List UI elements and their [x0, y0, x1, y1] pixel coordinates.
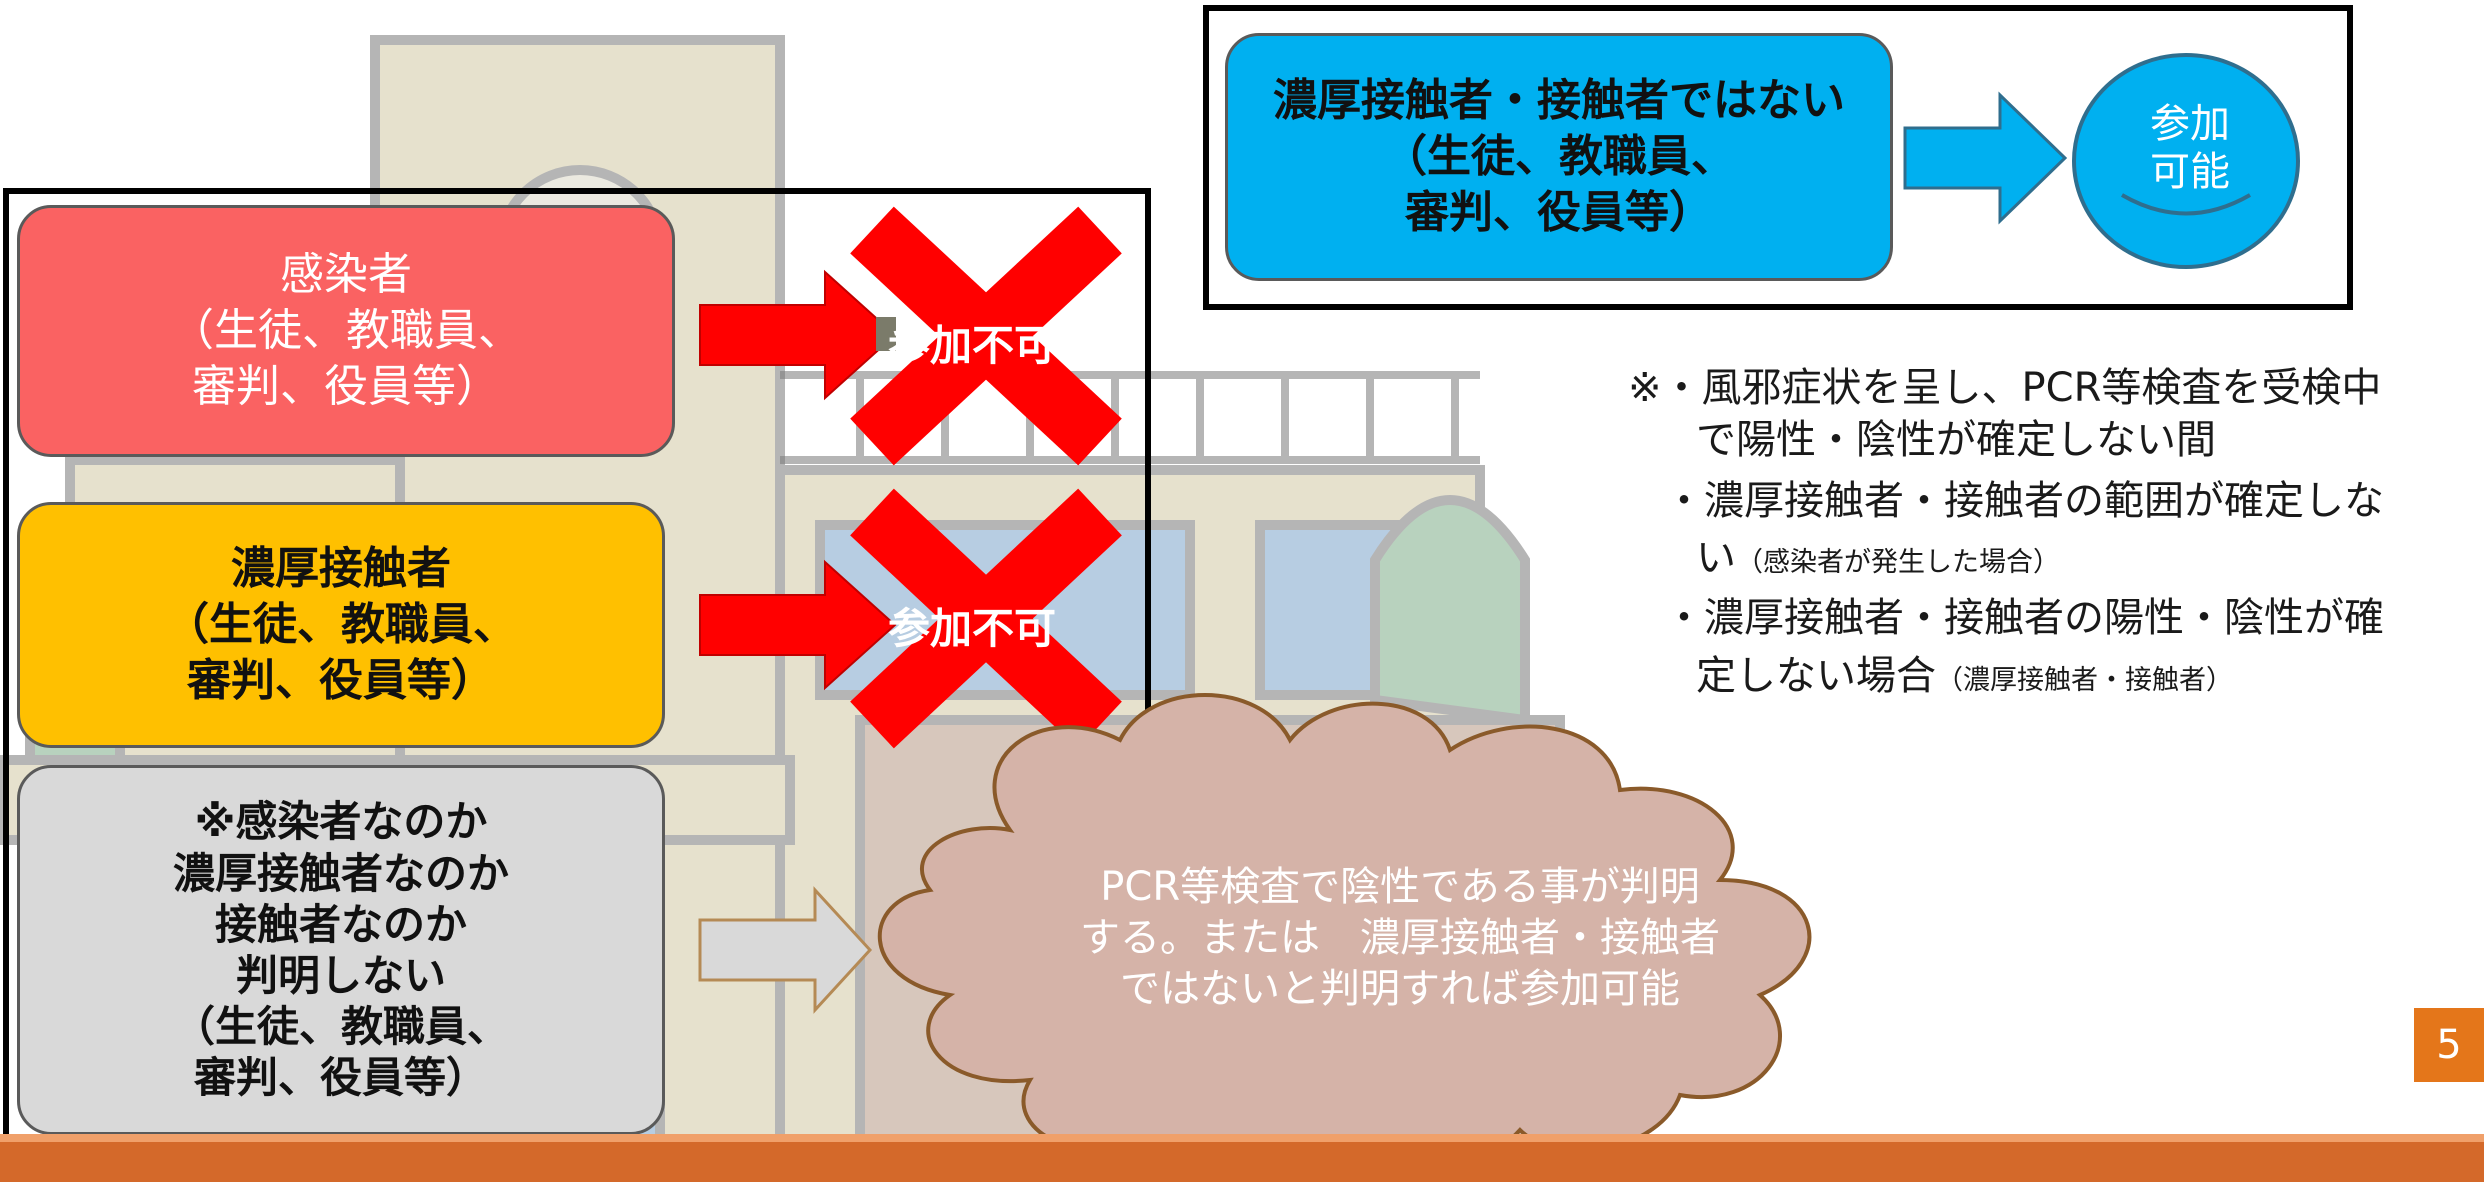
cloud-shape: [877, 693, 1812, 1172]
arrow-right-icon: [699, 559, 897, 691]
close-contact-members-line2: 審判、役員等）: [187, 655, 495, 707]
unknown-line4: 判明しない: [235, 951, 446, 1000]
unknown-line3: 接触者なのか: [214, 899, 467, 949]
unknown-line5: （生徒、教職員、: [172, 1002, 509, 1052]
cloud-line1: PCR等検査で陰性である事が判明: [1100, 864, 1700, 910]
page-number: 5: [2414, 1008, 2484, 1082]
arrow-right-icon: [1903, 91, 2068, 225]
top-right-group-frame: [1203, 5, 2353, 310]
cloud-line3: ではないと判明すれば参加可能: [1120, 966, 1680, 1013]
unknown-line2: 濃厚接触者なのか: [172, 848, 509, 898]
note-line3: ・濃厚接触者・接触者の範囲が確定しな: [1664, 478, 2384, 524]
infected-box: 感染者 （生徒、教職員、 審判、役員等）: [17, 205, 675, 457]
not-contact-box: 濃厚接触者・接触者ではない （生徒、教職員、 審判、役員等）: [1225, 33, 1893, 281]
close-contact-title: 濃厚接触者: [231, 542, 451, 594]
footer-bar: [0, 1142, 2484, 1182]
allowed-label-line1: 参加: [2150, 101, 2230, 147]
not-allowed-label: 参加不可: [888, 321, 1057, 370]
unknown-line6: 審判、役員等）: [193, 1053, 488, 1103]
not-contact-members-line1: （生徒、教職員、: [1383, 130, 1735, 182]
note-line5: ・濃厚接触者・接触者の陽性・陰性が確: [1664, 595, 2384, 641]
note-line4-main: い: [1696, 535, 1736, 581]
infected-title: 感染者: [280, 248, 412, 300]
close-contact-box: 濃厚接触者 （生徒、教職員、 審判、役員等）: [17, 502, 665, 748]
cross-icon: [850, 488, 1122, 749]
close-contact-members-line1: （生徒、教職員、: [165, 598, 517, 650]
arrow-right-icon: [699, 269, 897, 401]
note-line2: で陽性・陰性が確定しない間: [1696, 417, 2216, 463]
allowed-label-line2: 可能: [2150, 149, 2230, 195]
infected-members-line1: （生徒、教職員、: [170, 304, 522, 356]
unknown-status-box: ※感染者なのか 濃厚接触者なのか 接触者なのか 判明しない （生徒、教職員、 審…: [17, 765, 665, 1135]
note-line6: 定しない場合（濃厚接触者・接触者）: [1696, 652, 2233, 700]
footer-accent-line: [0, 1134, 2484, 1142]
arrow-right-icon: [698, 886, 873, 1014]
note-line4-small: （感染者が発生した場合）: [1736, 547, 2060, 578]
cloud-line2: する。または 濃厚接触者・接触者: [1080, 915, 1720, 962]
not-contact-members-line2: 審判、役員等）: [1405, 187, 1713, 239]
allowed-label: 参加 可能: [2080, 100, 2300, 196]
infected-members-line2: 審判、役員等）: [192, 361, 500, 413]
not-allowed-label: 参加不可: [888, 604, 1057, 653]
note-line6-small: （濃厚接触者・接触者）: [1936, 665, 2233, 696]
cloud-message: PCR等検査で陰性である事が判明 する。または 濃厚接触者・接触者 ではないと判…: [960, 862, 1840, 1016]
note-line4: い（感染者が発生した場合）: [1696, 534, 2060, 582]
unknown-line1: ※感染者なのか: [194, 797, 488, 847]
note-line6-main: 定しない場合: [1696, 653, 1936, 699]
cross-icon: [850, 206, 1122, 466]
not-contact-title: 濃厚接触者・接触者ではない: [1273, 74, 1845, 126]
note-line1: ※・風邪症状を呈し、PCR等検査を受検中: [1628, 365, 2382, 411]
